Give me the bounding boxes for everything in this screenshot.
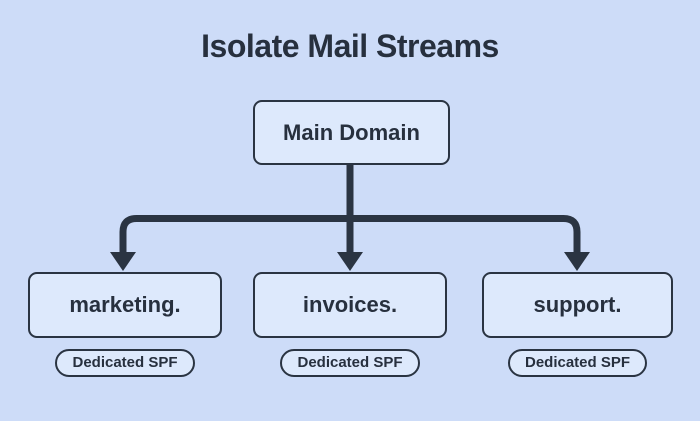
page-title: Isolate Mail Streams [201, 28, 499, 64]
node-main-domain-label: Main Domain [283, 119, 420, 145]
node-support: support. [482, 272, 673, 338]
node-invoices: invoices. [253, 272, 447, 338]
node-support-label: support. [533, 292, 622, 317]
branch-support: support. Dedicated SPF [482, 272, 673, 377]
node-invoices-label: invoices. [302, 292, 398, 317]
connector-rail [119, 215, 581, 255]
badge-support-spf: Dedicated SPF [507, 349, 648, 377]
branch-marketing: marketing. Dedicated SPF [28, 272, 222, 377]
badge-invoices-spf: Dedicated SPF [280, 349, 420, 377]
node-main-domain: Main Domain [253, 100, 450, 165]
badge-marketing-spf: Dedicated SPF [55, 349, 195, 377]
branch-invoices: invoices. Dedicated SPF [253, 272, 447, 377]
node-marketing: marketing. [28, 272, 222, 338]
arrowhead-right [564, 252, 590, 271]
arrowhead-left [110, 252, 136, 271]
arrowhead-center [337, 252, 363, 271]
node-marketing-label: marketing. [69, 292, 181, 317]
